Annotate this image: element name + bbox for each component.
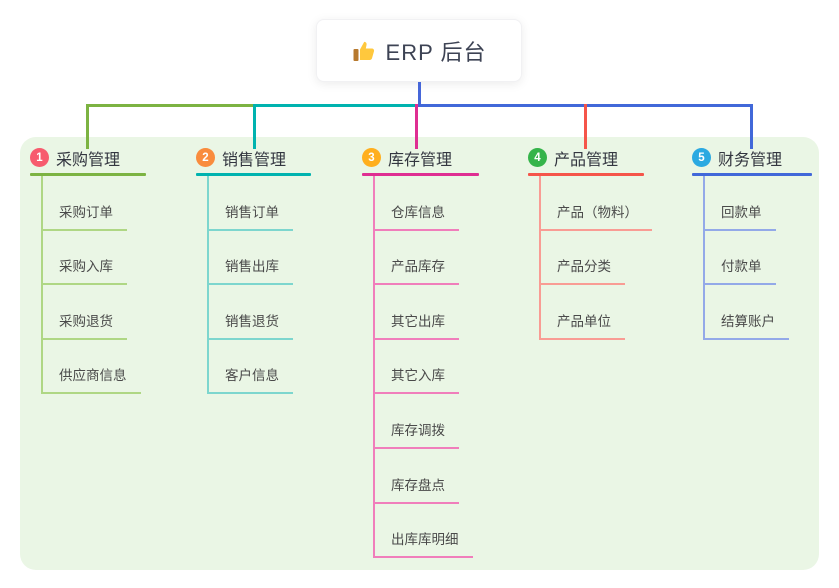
child-label: 采购入库 (43, 255, 127, 286)
child-label: 产品（物料） (541, 201, 652, 231)
child-label: 产品单位 (541, 310, 625, 340)
branch-number-badge: 4 (528, 148, 547, 167)
child-label: 采购订单 (43, 201, 127, 231)
branch-label: 产品管理 (554, 151, 619, 169)
branch-label: 销售管理 (222, 151, 287, 169)
child-node[interactable]: 产品分类 (541, 231, 652, 286)
branch-underline (692, 173, 812, 176)
child-label: 其它入库 (375, 364, 459, 395)
branch-number-badge: 1 (30, 148, 49, 167)
branch-underline (30, 173, 146, 176)
child-node[interactable]: 付款单 (705, 231, 812, 286)
branch-label: 库存管理 (388, 151, 453, 169)
branch-underline (362, 173, 479, 176)
child-node[interactable]: 出库库明细 (375, 504, 479, 559)
child-node[interactable]: 其它入库 (375, 340, 479, 395)
branch-number-badge: 2 (196, 148, 215, 167)
branch-node-purchase[interactable]: 1 采购管理 (30, 144, 146, 171)
child-node[interactable]: 产品单位 (541, 285, 652, 340)
child-label: 销售订单 (209, 201, 293, 231)
child-node[interactable]: 回款单 (705, 176, 812, 231)
branch-underline (528, 173, 644, 176)
child-label: 库存调拨 (375, 419, 459, 449)
branch-number-badge: 5 (692, 148, 711, 167)
child-node[interactable]: 其它出库 (375, 285, 479, 340)
child-label: 结算账户 (705, 310, 789, 340)
branch-node-finance[interactable]: 5 财务管理 (692, 144, 812, 171)
connector-drop-sales (253, 104, 256, 149)
child-node[interactable]: 库存盘点 (375, 449, 479, 504)
child-node[interactable]: 销售出库 (209, 231, 311, 286)
child-node[interactable]: 产品（物料） (541, 176, 652, 231)
child-node[interactable]: 采购退货 (43, 285, 146, 340)
connector-drop-purchase (86, 104, 89, 149)
branch-label: 采购管理 (56, 151, 121, 169)
branch-children: 回款单付款单结算账户 (703, 176, 812, 340)
root-node[interactable]: ERP 后台 (316, 19, 522, 82)
child-node[interactable]: 采购入库 (43, 231, 146, 286)
child-label: 销售出库 (209, 255, 293, 286)
child-node[interactable]: 销售订单 (209, 176, 311, 231)
child-label: 仓库信息 (375, 201, 459, 231)
connector-drop-product (584, 104, 587, 149)
branch-finance: 5 财务管理回款单付款单结算账户 (692, 144, 812, 340)
child-label: 付款单 (705, 255, 776, 286)
child-label: 其它出库 (375, 310, 459, 340)
child-label: 销售退货 (209, 310, 293, 340)
branch-children: 产品（物料） 产品分类产品单位 (539, 176, 652, 340)
child-node[interactable]: 客户信息 (209, 340, 311, 395)
child-node[interactable]: 供应商信息 (43, 340, 146, 395)
branch-label: 财务管理 (718, 151, 783, 169)
child-node[interactable]: 销售退货 (209, 285, 311, 340)
branch-children: 采购订单采购入库采购退货供应商信息 (41, 176, 146, 395)
branch-number-badge: 3 (362, 148, 381, 167)
child-label: 库存盘点 (375, 474, 459, 504)
connector-h-sales (253, 104, 416, 107)
branch-product: 4 产品管理产品（物料） 产品分类产品单位 (528, 144, 652, 340)
branch-node-product[interactable]: 4 产品管理 (528, 144, 652, 171)
child-label: 客户信息 (209, 364, 293, 395)
branch-children: 仓库信息产品库存其它出库其它入库库存调拨库存盘点出库库明细 (373, 176, 479, 559)
root-label: ERP 后台 (385, 39, 487, 65)
branches-panel (20, 137, 819, 570)
child-node[interactable]: 库存调拨 (375, 394, 479, 449)
connector-drop-inventory (415, 104, 418, 149)
branch-sales: 2 销售管理销售订单销售出库销售退货客户信息 (196, 144, 311, 395)
child-label: 供应商信息 (43, 364, 141, 395)
child-node[interactable]: 产品库存 (375, 231, 479, 286)
branch-node-sales[interactable]: 2 销售管理 (196, 144, 311, 171)
branch-inventory: 3 库存管理仓库信息产品库存其它出库其它入库库存调拨库存盘点出库库明细 (362, 144, 479, 559)
child-node[interactable]: 仓库信息 (375, 176, 479, 231)
root-drop-line (418, 82, 421, 107)
child-label: 产品库存 (375, 255, 459, 286)
connector-drop-finance (750, 104, 753, 149)
thumbs-up-icon (353, 41, 374, 61)
child-label: 采购退货 (43, 310, 127, 340)
child-label: 出库库明细 (375, 528, 473, 559)
branch-children: 销售订单销售出库销售退货客户信息 (207, 176, 311, 395)
child-node[interactable]: 结算账户 (705, 285, 812, 340)
connector-h-purchase (86, 104, 256, 107)
child-node[interactable]: 采购订单 (43, 176, 146, 231)
child-label: 回款单 (705, 201, 776, 231)
branch-purchase: 1 采购管理采购订单采购入库采购退货供应商信息 (30, 144, 146, 395)
child-label: 产品分类 (541, 255, 625, 286)
branch-underline (196, 173, 311, 176)
branch-node-inventory[interactable]: 3 库存管理 (362, 144, 479, 171)
